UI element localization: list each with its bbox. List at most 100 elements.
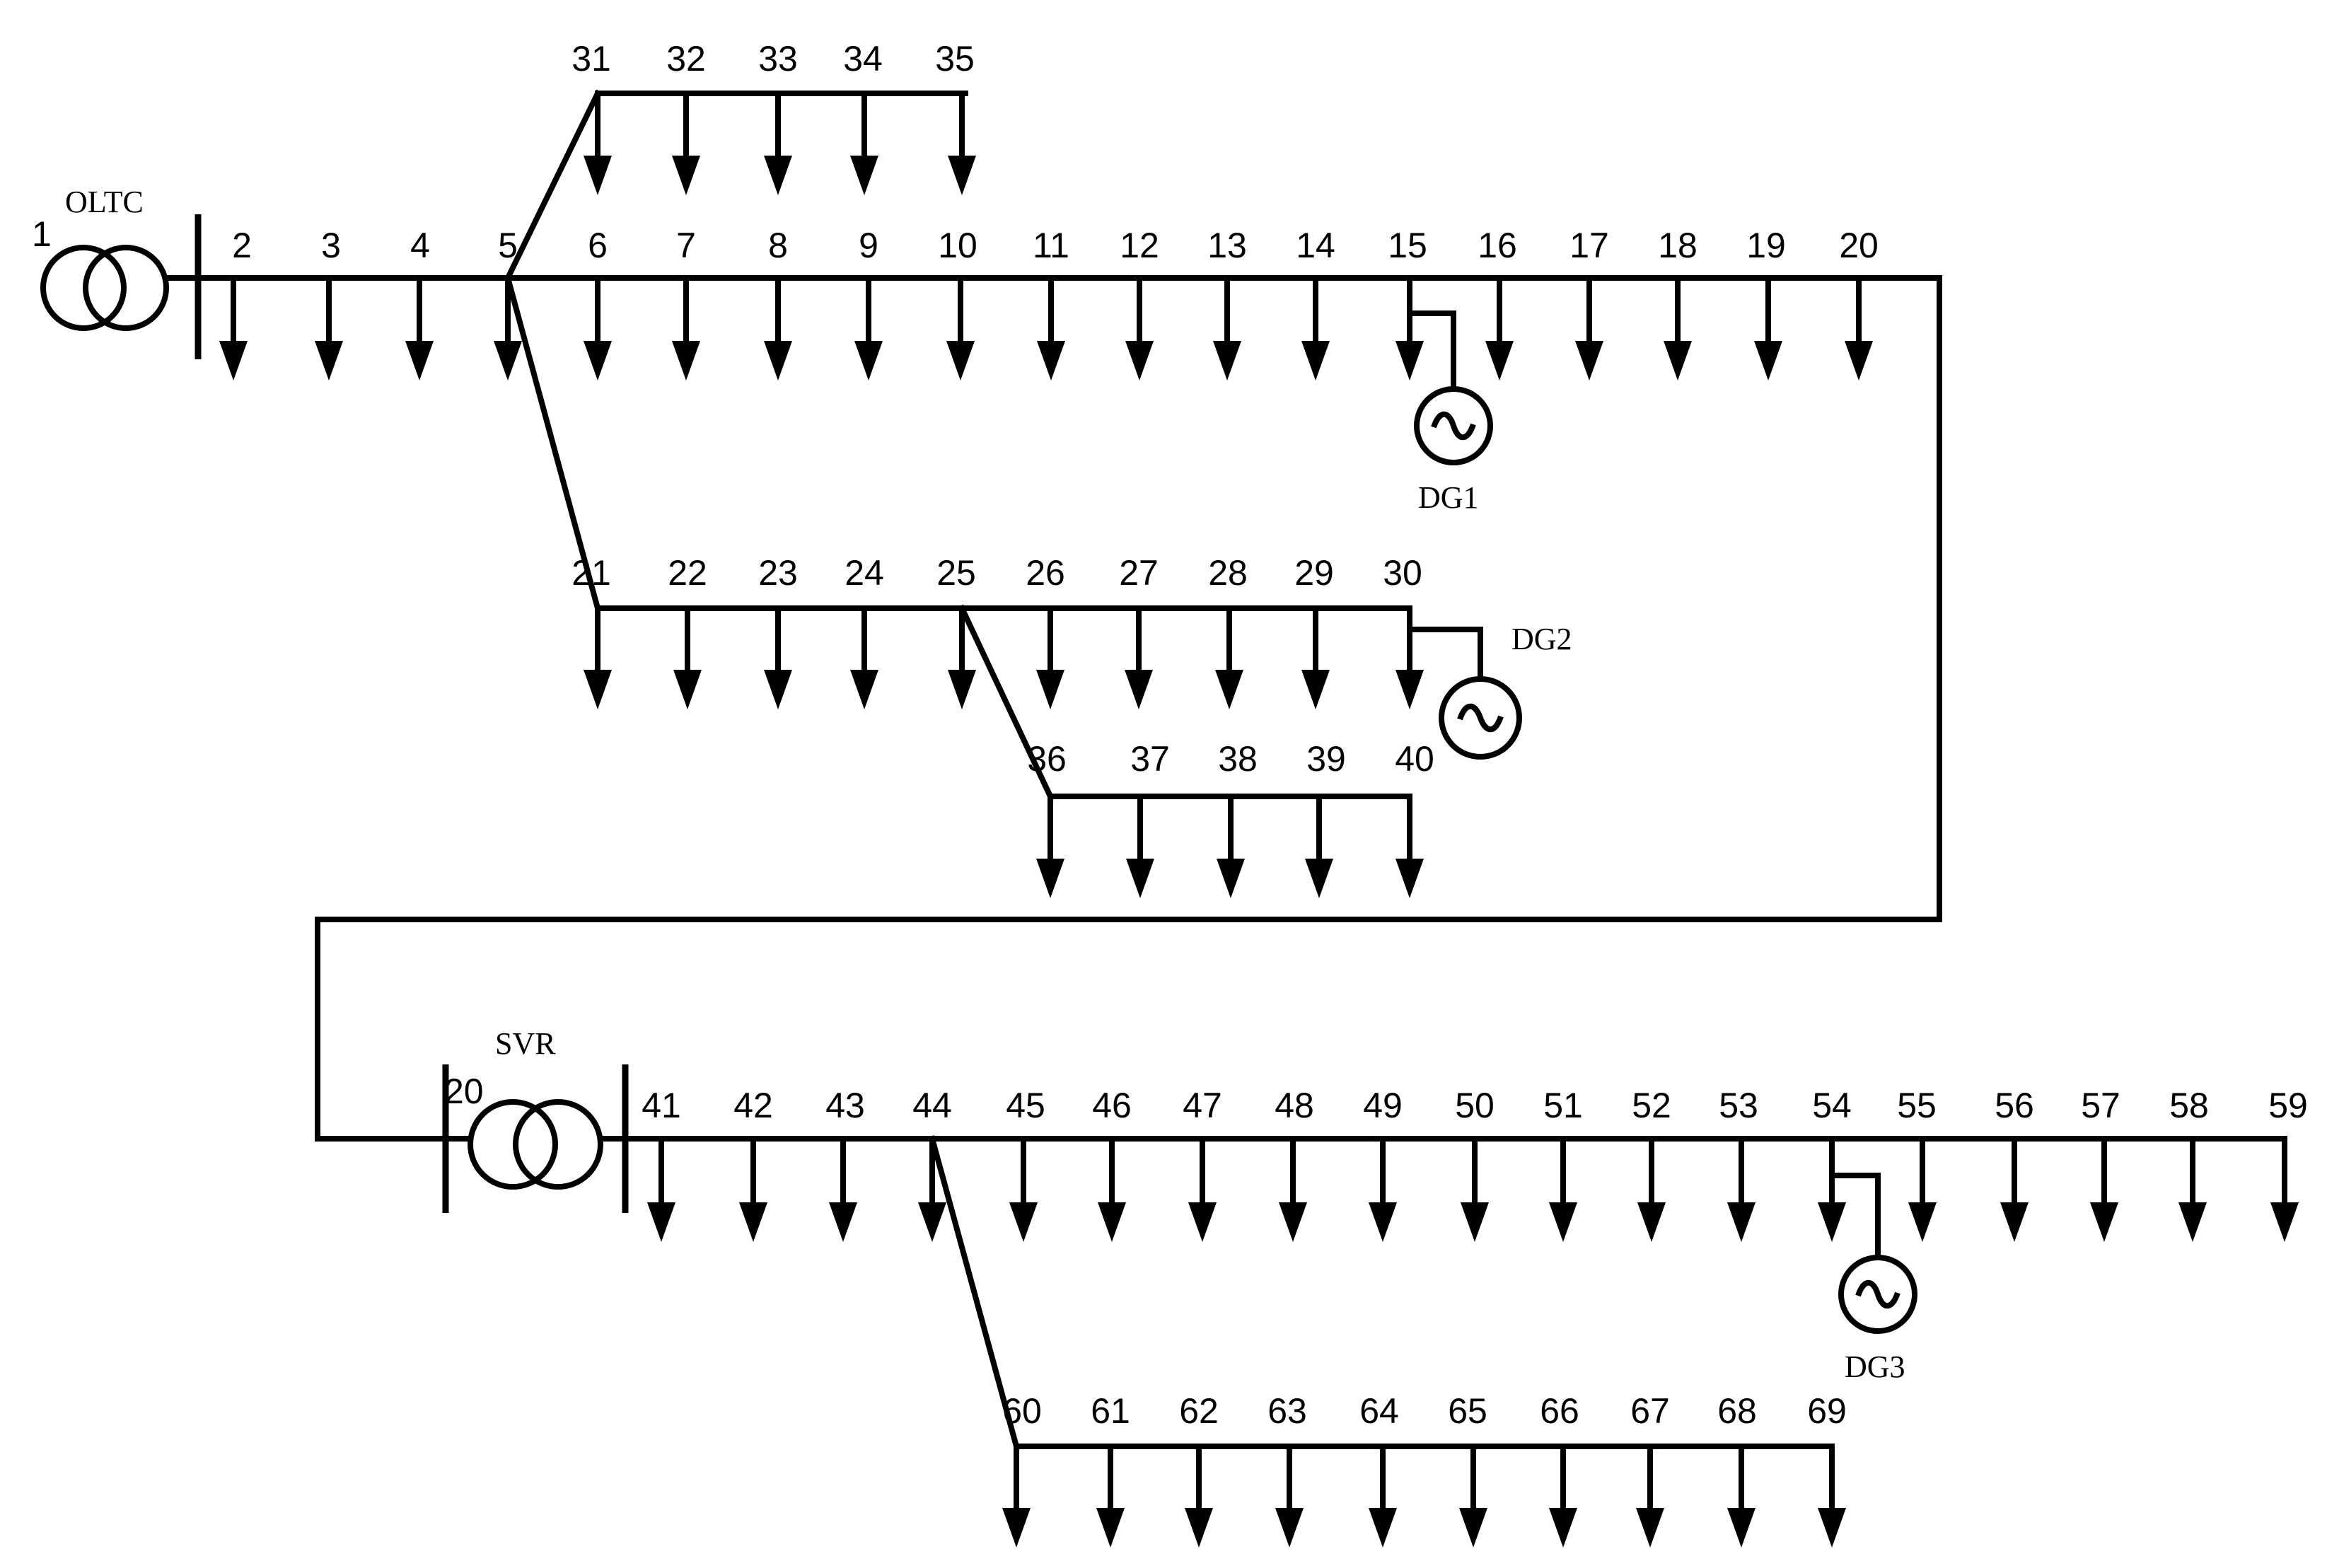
bus-65-label: 65 <box>1448 1391 1487 1431</box>
load-arrow-icon <box>1305 859 1333 898</box>
bus-39-label: 39 <box>1306 739 1346 779</box>
network-lines <box>178 89 2287 1450</box>
load-arrow-icon <box>948 670 976 709</box>
bus-18-label: 18 <box>1658 226 1698 265</box>
bus-16-label: 16 <box>1478 226 1517 265</box>
load-arrow-icon <box>1188 1202 1217 1242</box>
load-arrow-icon <box>1036 859 1064 898</box>
bus-7-label: 7 <box>676 226 696 265</box>
load-arrow-icon <box>584 670 612 709</box>
svr-secondary-coil <box>513 1099 603 1190</box>
bus-4-label: 4 <box>410 226 430 265</box>
load-arrow-icon <box>1369 1508 1397 1547</box>
load-arrow-icon <box>1818 1508 1846 1547</box>
bus-35-label: 35 <box>935 39 975 79</box>
bus-20-label: 20 <box>1839 226 1879 265</box>
bus-17-label: 17 <box>1569 226 1609 265</box>
load-arrow-icon <box>1279 1202 1307 1242</box>
bus-11-label: 11 <box>1033 226 1069 265</box>
bus-46-label: 46 <box>1092 1086 1132 1125</box>
bus-31-label: 31 <box>571 39 611 79</box>
bus-37-label: 37 <box>1130 739 1170 779</box>
bus-14-label: 14 <box>1296 226 1335 265</box>
load-arrow-icon <box>1908 1202 1937 1242</box>
bus-10-label: 10 <box>938 226 977 265</box>
oltc-transformer: OLTC 1 <box>32 185 202 359</box>
bus-25-label: 25 <box>936 553 976 593</box>
bus-36-label: 36 <box>1027 739 1067 779</box>
bus-69-label: 69 <box>1807 1391 1847 1431</box>
oltc-primary-coil <box>40 245 127 331</box>
bus-22-label: 22 <box>668 553 707 593</box>
load-arrow-icon <box>1727 1508 1756 1547</box>
load-arrow-icon <box>1485 341 1514 381</box>
dg3-connection <box>1829 1173 1881 1260</box>
load-arrow-icon <box>2000 1202 2029 1242</box>
bus-43-label: 43 <box>825 1086 865 1125</box>
bus-8-label: 8 <box>768 226 788 265</box>
bus-54-label: 54 <box>1812 1086 1852 1125</box>
bus-50-label: 50 <box>1455 1086 1495 1125</box>
bus-42-label: 42 <box>733 1086 773 1125</box>
load-arrow-icon <box>1395 670 1424 709</box>
load-arrow-icon <box>2178 1202 2207 1242</box>
load-arrow-icon <box>946 341 975 381</box>
load-arrow-icon <box>1213 341 1241 381</box>
load-arrow-icon <box>1009 1202 1038 1242</box>
dg3-label: DG3 <box>1845 1349 1905 1384</box>
bus-23-label: 23 <box>758 553 798 593</box>
bus-58-label: 58 <box>2169 1086 2209 1125</box>
bus-33-label: 33 <box>758 39 798 79</box>
bus-41-label: 41 <box>642 1086 681 1125</box>
load-arrow-icon <box>1727 1202 1756 1242</box>
load-arrow-icon <box>1575 341 1603 381</box>
bus-60-label: 60 <box>1002 1391 1042 1431</box>
load-arrow-icon <box>1459 1508 1487 1547</box>
bus-3-label: 3 <box>321 226 341 265</box>
bus-27-label: 27 <box>1119 553 1159 593</box>
load-arrow-icon <box>1301 341 1330 381</box>
svr-transformer: SVR 20 <box>442 1026 629 1213</box>
bus-64-label: 64 <box>1359 1391 1399 1431</box>
dg2-circle <box>1439 676 1522 760</box>
load-arrow-icon <box>1096 1508 1125 1547</box>
bus-30-label: 30 <box>1383 553 1422 593</box>
bus-55-label: 55 <box>1897 1086 1937 1125</box>
branch-36-connector <box>958 604 1055 801</box>
dg3-generator: DG3 <box>1829 1173 1917 1384</box>
bus-26-label: 26 <box>1026 553 1065 593</box>
bus-45-label: 45 <box>1006 1086 1045 1125</box>
dg2-connection <box>1407 627 1483 682</box>
load-arrow-icon <box>1036 670 1064 709</box>
bus-21-label: 21 <box>571 553 611 593</box>
bus-56-label: 56 <box>1995 1086 2034 1125</box>
bus-66-label: 66 <box>1540 1391 1579 1431</box>
load-arrow-icon <box>850 156 878 195</box>
bus-13-label: 13 <box>1207 226 1247 265</box>
bus-47-label: 47 <box>1183 1086 1222 1125</box>
load-arrow-icon <box>764 156 792 195</box>
load-arrow-icon <box>948 156 976 195</box>
load-arrow-icon <box>1215 670 1243 709</box>
bus-48-label: 48 <box>1275 1086 1314 1125</box>
load-arrow-icon <box>1125 670 1153 709</box>
load-arrow-icon <box>1037 341 1065 381</box>
load-arrow-icon <box>1754 341 1782 381</box>
load-arrow-icon <box>1185 1508 1213 1547</box>
branch-31-connector <box>504 89 602 282</box>
load-arrow-icon <box>739 1202 767 1242</box>
bus-15-label: 15 <box>1388 226 1427 265</box>
branch-60-connector <box>929 1135 1020 1450</box>
load-arrow-icon <box>672 156 700 195</box>
bus-12-label: 12 <box>1120 226 1159 265</box>
load-arrow-icon <box>1845 341 1873 381</box>
dg1-connection <box>1407 310 1456 390</box>
bus-34-label: 34 <box>843 39 883 79</box>
load-arrow-icon <box>219 341 248 381</box>
load-arrow-icon <box>1126 859 1154 898</box>
load-arrow-icon <box>1395 341 1424 381</box>
bus-9-label: 9 <box>859 226 878 265</box>
svr-label: SVR <box>495 1026 556 1061</box>
